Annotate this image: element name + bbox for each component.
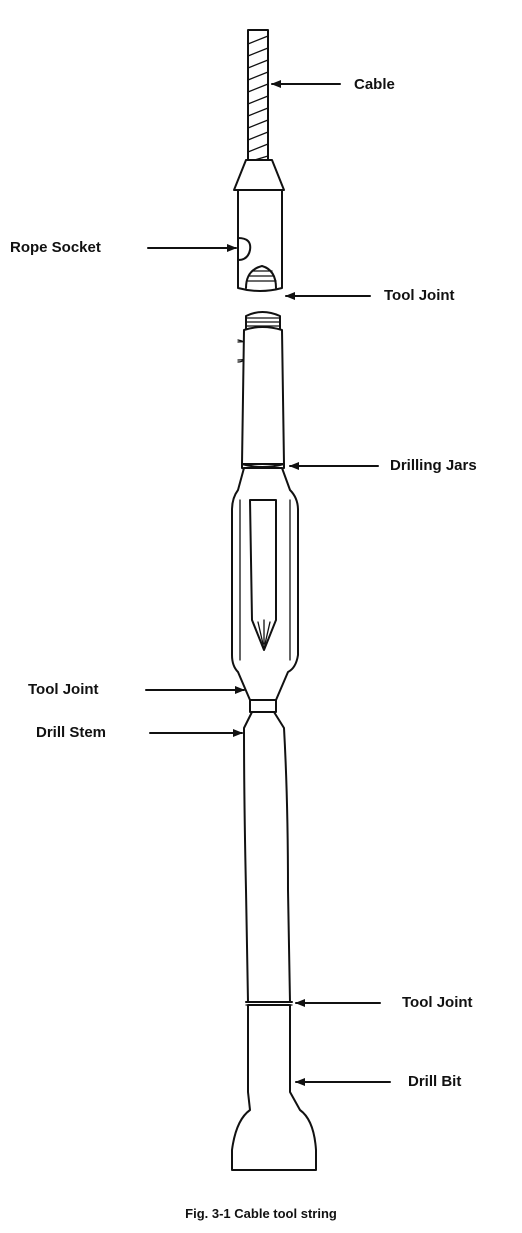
label-tool-joint-2: Tool Joint	[28, 681, 99, 698]
tool-joint-pin-upper	[245, 311, 281, 331]
tool-joint-neck	[249, 699, 277, 713]
cable	[247, 29, 269, 163]
leader-arrows	[145, 80, 391, 1086]
rope-socket	[233, 159, 285, 363]
label-drill-bit: Drill Bit	[408, 1073, 461, 1090]
drilling-jars-lower	[231, 467, 299, 701]
figure-caption: Fig. 3-1 Cable tool string	[185, 1206, 337, 1221]
drill-stem	[243, 711, 293, 1006]
label-drill-stem: Drill Stem	[36, 724, 106, 741]
label-rope-socket: Rope Socket	[10, 239, 101, 256]
rope-socket-window	[237, 237, 252, 261]
label-drilling-jars: Drilling Jars	[390, 457, 477, 474]
label-tool-joint-3: Tool Joint	[402, 994, 473, 1011]
label-tool-joint-1: Tool Joint	[384, 287, 455, 304]
drill-bit	[231, 1004, 317, 1171]
drilling-jars-upper	[241, 326, 285, 472]
label-cable: Cable	[354, 76, 395, 93]
